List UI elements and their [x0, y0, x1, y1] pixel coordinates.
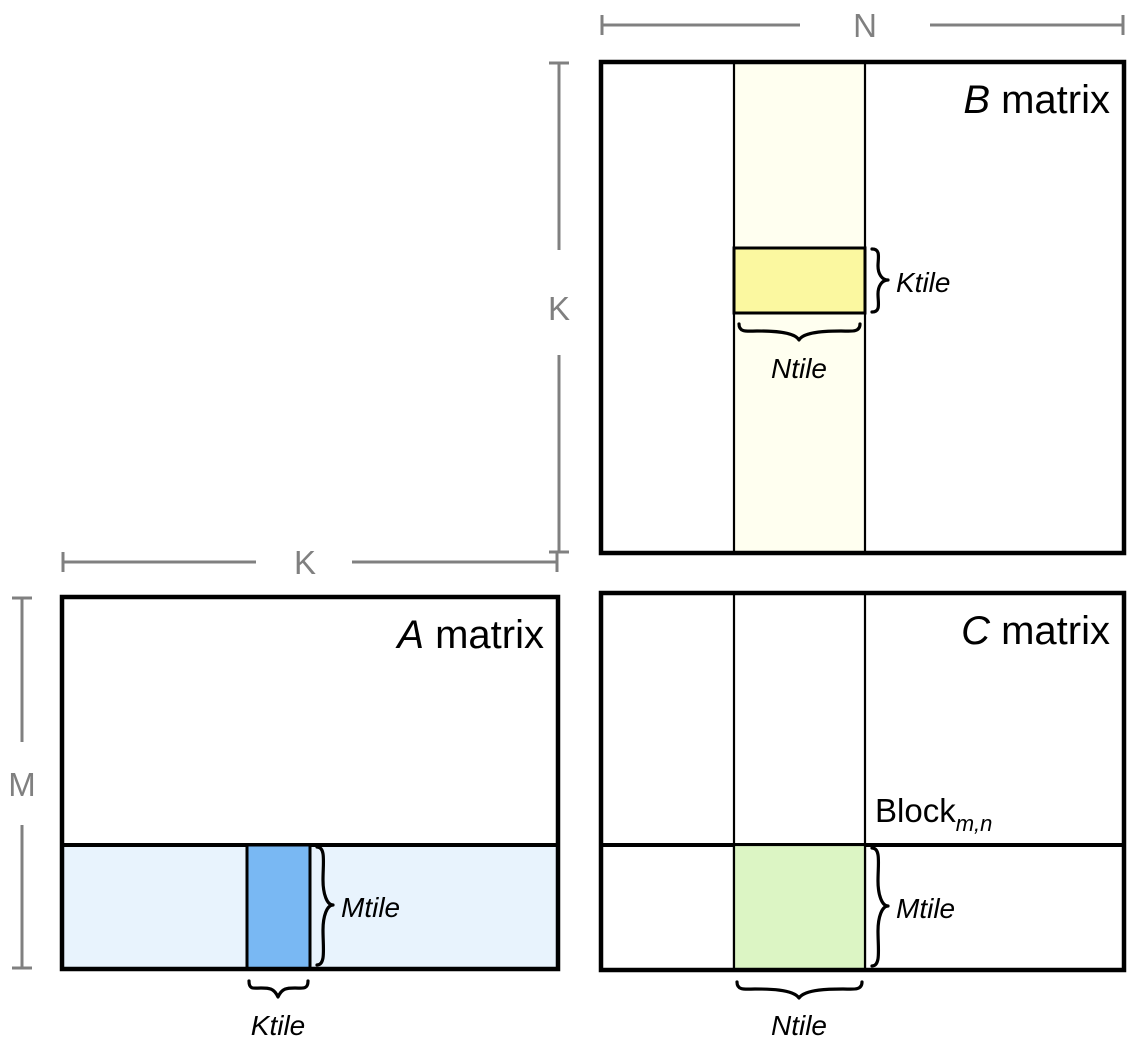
- dimension-k-vertical-label: K: [548, 290, 570, 327]
- dimension-n: N: [600, 7, 1125, 44]
- a-mtile-label: Mtile: [341, 892, 400, 923]
- c-matrix-outline: [598, 590, 1127, 973]
- c-block-label: Blockm,n: [875, 792, 992, 836]
- c-matrix-title-rest: matrix: [990, 609, 1110, 653]
- b-ktile-label: Ktile: [896, 267, 950, 298]
- a-matrix-title: A matrix: [395, 613, 544, 657]
- b-ntile-brace: [737, 322, 862, 342]
- a-matrix-tile: [245, 843, 312, 971]
- c-mtile-label: Mtile: [896, 893, 955, 924]
- c-ntile-label: Ntile: [771, 1010, 827, 1041]
- a-matrix-outline: [59, 594, 561, 972]
- b-ktile-brace: [870, 247, 890, 314]
- dimension-k-horizontal-label: K: [294, 544, 316, 581]
- b-matrix-title: B matrix: [963, 78, 1110, 122]
- a-matrix-title-rest: matrix: [424, 613, 544, 657]
- c-ntile-brace: [735, 980, 864, 1000]
- c-matrix-title: C matrix: [961, 609, 1110, 653]
- a-mtile-brace: [315, 845, 335, 967]
- c-matrix-title-italic: C: [961, 609, 991, 653]
- dimension-m-label: M: [8, 766, 36, 803]
- b-matrix: B matrix Ktile Ntile: [598, 59, 1127, 556]
- a-matrix-title-italic: A: [395, 613, 424, 657]
- c-matrix-tile: [732, 843, 867, 972]
- b-matrix-tile: [732, 246, 867, 315]
- b-ntile-label: Ntile: [771, 353, 827, 384]
- c-block-label-base: Block: [875, 792, 956, 829]
- dimension-k-vertical: K: [548, 61, 570, 554]
- dimension-m: M: [8, 596, 36, 970]
- a-ktile-brace: [247, 979, 310, 999]
- b-matrix-outline: [598, 59, 1127, 556]
- a-ktile-label: Ktile: [251, 1010, 305, 1041]
- c-matrix: C matrix Blockm,n Mtile Ntile: [598, 590, 1127, 1041]
- a-matrix: A matrix Mtile Ktile: [59, 594, 561, 1041]
- dimension-n-label: N: [853, 7, 877, 44]
- dimension-k-horizontal: K: [61, 544, 559, 581]
- b-matrix-title-italic: B: [963, 78, 990, 122]
- c-block-label-subscript: m,n: [956, 811, 993, 836]
- b-matrix-title-rest: matrix: [990, 78, 1110, 122]
- c-mtile-brace: [870, 846, 890, 968]
